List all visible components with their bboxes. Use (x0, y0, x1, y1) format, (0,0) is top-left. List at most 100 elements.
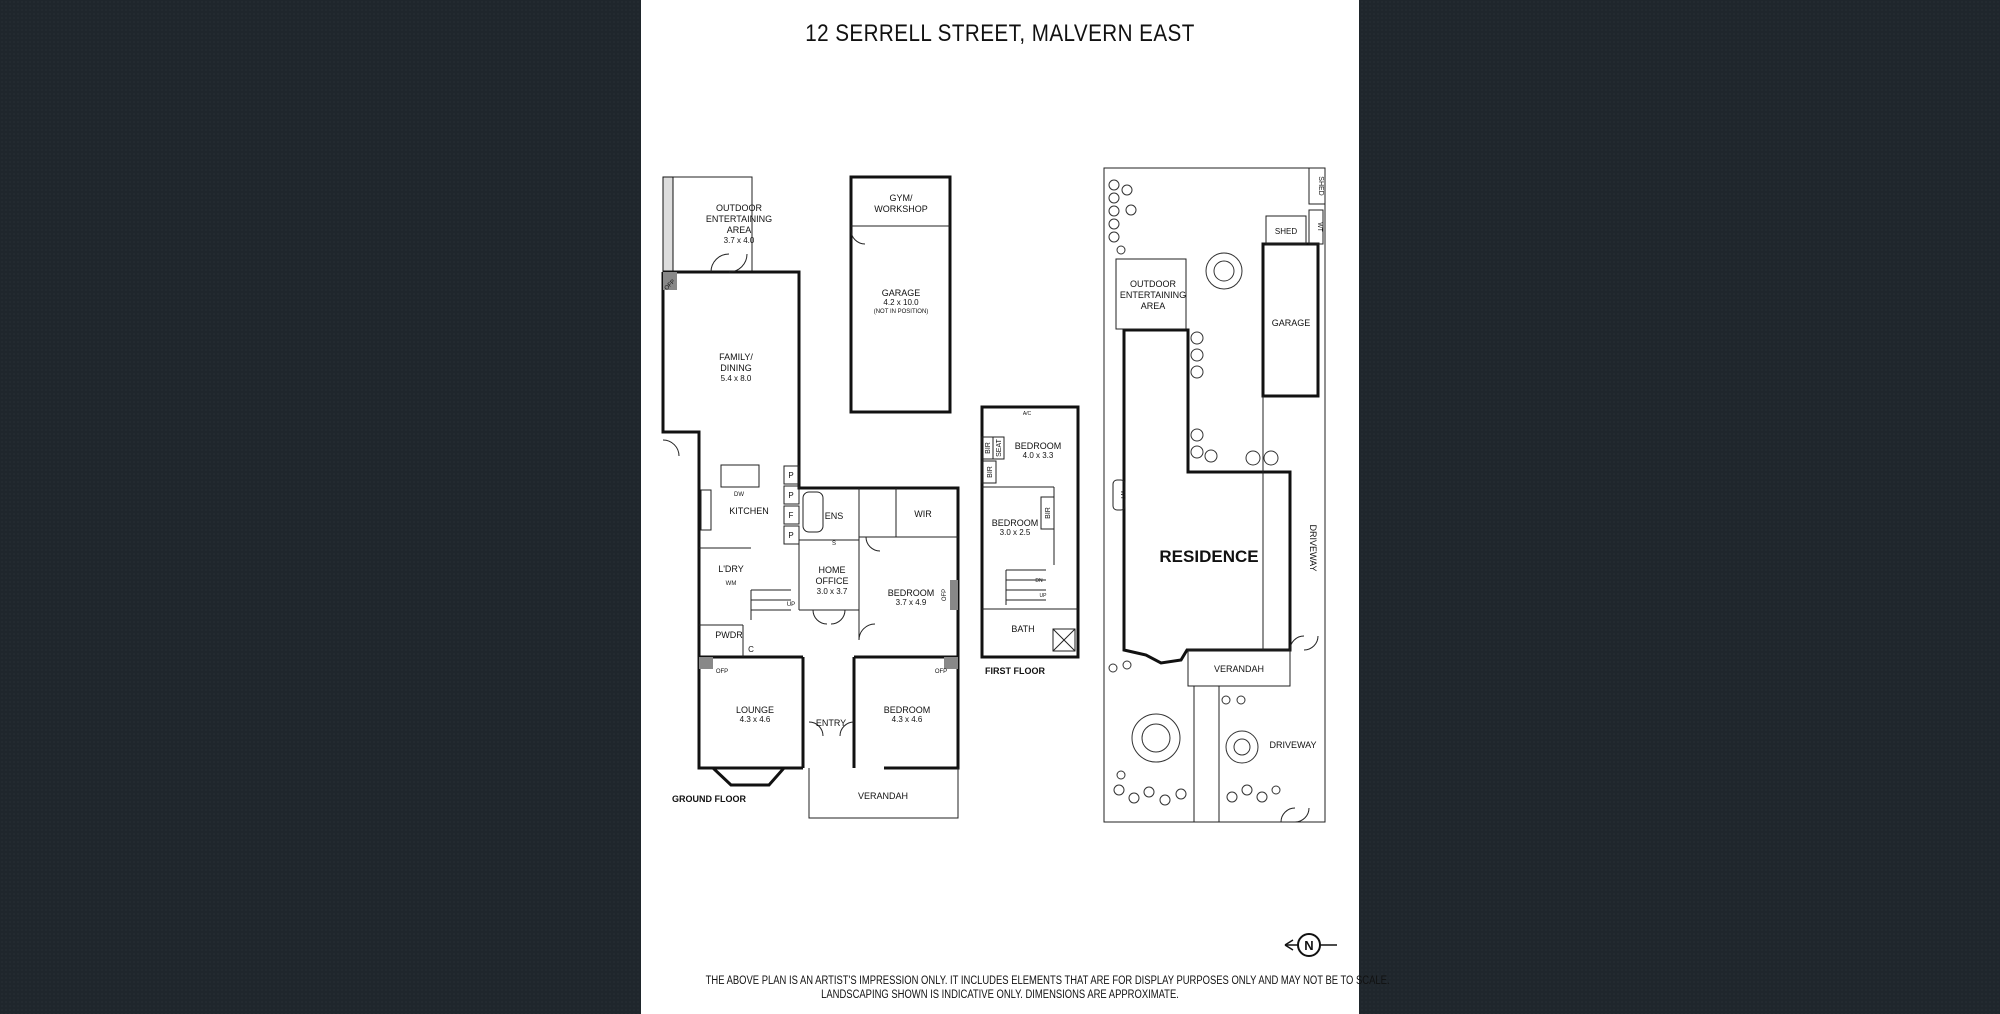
ac-label: A/C (1023, 411, 1032, 417)
room-dimension: 3.7 x 4.9 (896, 598, 927, 607)
room-dimension: 5.4 x 8.0 (721, 374, 752, 383)
room-label: BEDROOM (884, 705, 931, 715)
ground-floor-plan: OUTDOOR ENTERTAINING AREA 3.7 x 4.0 FAMI… (661, 176, 960, 819)
seat-label: SEAT (996, 438, 1003, 456)
door-swing (865, 536, 881, 552)
room-label: BEDROOM (888, 588, 935, 598)
room-label: BATH (1011, 624, 1034, 634)
fireplace-label: OFP (942, 589, 948, 601)
shed-label: SHED (1275, 227, 1297, 236)
garage-block: GYM/ WORKSHOP GARAGE 4.2 x 10.0 (NOT IN … (849, 175, 952, 414)
bir-label: BIR (985, 442, 992, 454)
door-swing (728, 253, 748, 273)
bir-box (1040, 496, 1055, 530)
room-label: GARAGE (882, 288, 921, 298)
first-floor-stairs (1005, 569, 1046, 605)
cupboard-label: C (748, 645, 754, 654)
site-verandah (1187, 649, 1291, 687)
kitchen-bench (700, 489, 712, 531)
appliance-label: DW (734, 492, 744, 498)
stair-label: UP (1040, 593, 1048, 599)
pantry-label: P (788, 531, 793, 540)
door-swing (808, 721, 824, 737)
site-shed-small (1308, 167, 1326, 205)
family-east-wall (663, 270, 801, 432)
room-label: L'DRY (718, 564, 744, 574)
pantry-label: P (788, 491, 793, 500)
outdoor-label: ENTERTAINING (1120, 290, 1186, 300)
fireplace-front-bedroom (944, 657, 958, 669)
room-label: WIR (914, 509, 932, 519)
door-swing (710, 253, 730, 273)
ground-floor-west-wall (661, 272, 803, 770)
room-label: WORKSHOP (874, 204, 928, 214)
room-label: BEDROOM (992, 518, 1039, 528)
bir-box (981, 460, 997, 484)
room-label: BEDROOM (1015, 441, 1062, 451)
north-label: N (1304, 938, 1313, 953)
first-floor-caption: FIRST FLOOR (985, 666, 1045, 676)
room-dimension: 4.0 x 3.3 (1023, 451, 1054, 460)
door-swing (839, 721, 855, 737)
room-dimension: 3.0 x 3.7 (817, 587, 848, 596)
disclaimer-line-1: THE ABOVE PLAN IS AN ARTIST'S IMPRESSION… (705, 975, 1390, 987)
appliance-label: WM (726, 581, 737, 587)
shed-label: SHED (1317, 176, 1324, 195)
ens-bathtub (802, 491, 824, 533)
bir-label: BIR (987, 466, 994, 478)
water-tank-label: WT (1316, 222, 1322, 232)
driveway-label: DRIVEWAY (1308, 524, 1318, 571)
room-label: DINING (720, 363, 752, 373)
room-dimension: 4.2 x 10.0 (883, 298, 919, 307)
fireplace-master (950, 580, 958, 610)
room-label: OUTDOOR (716, 203, 762, 213)
room-label: VERANDAH (858, 791, 908, 801)
lounge-bay-window (699, 766, 803, 787)
fireplace-label: OFP (935, 669, 947, 675)
room-label: LOUNGE (736, 705, 774, 715)
disclaimer-line-2: LANDSCAPING SHOWN IS INDICATIVE ONLY. DI… (821, 989, 1179, 1001)
garage-note: (NOT IN POSITION) (874, 309, 929, 315)
stair-label: UP (787, 602, 795, 608)
residence-label: RESIDENCE (1159, 547, 1258, 566)
site-plan: RESIDENCE VERANDAH DRIVEWAY DRIVEWAY GAR… (1103, 167, 1326, 823)
pantry-box (783, 485, 800, 505)
shower-label: S (832, 541, 836, 547)
water-tank-label: WT (1119, 490, 1125, 500)
verandah-outline (808, 768, 959, 819)
room-label: GYM/ (889, 193, 913, 203)
room-label: OFFICE (816, 576, 849, 586)
door-swing (830, 609, 846, 625)
door-swing (850, 229, 866, 245)
north-arrow-icon: N (1284, 933, 1337, 957)
room-label: ENS (825, 511, 844, 521)
room-label: KITCHEN (729, 506, 769, 516)
fireplace-lounge (699, 657, 713, 669)
bir-label: BIR (1045, 507, 1052, 519)
room-label: ENTERTAINING (706, 214, 772, 224)
site-water-tank-2 (1112, 479, 1126, 511)
room-label: ENTRY (816, 718, 846, 728)
door-swing (812, 609, 828, 625)
door-swing (858, 623, 876, 641)
landscaping (1108, 179, 1281, 806)
room-dimension: 4.3 x 4.6 (892, 715, 923, 724)
disclaimer: THE ABOVE PLAN IS AN ARTIST'S IMPRESSION… (641, 974, 1390, 1002)
room-label: HOME (819, 565, 846, 575)
ground-floor-caption: GROUND FLOOR (672, 794, 746, 804)
first-floor-outline (980, 405, 1080, 659)
ground-stairs (750, 589, 791, 620)
verandah-label: VERANDAH (1214, 664, 1264, 674)
door-swing (662, 439, 680, 457)
room-label: AREA (727, 225, 752, 235)
site-outdoor-area (1115, 258, 1187, 330)
site-boundary (1103, 167, 1326, 823)
room-label: PWDR (715, 630, 743, 640)
stair-label: DN (1035, 578, 1043, 584)
fireplace-family (663, 272, 677, 290)
seat-box (992, 436, 1005, 460)
garage-label: GARAGE (1272, 318, 1311, 328)
room-dimension: 3.0 x 2.5 (1000, 528, 1031, 537)
room-dimension: 4.3 x 4.6 (740, 715, 771, 724)
pantry-label: P (788, 471, 793, 480)
